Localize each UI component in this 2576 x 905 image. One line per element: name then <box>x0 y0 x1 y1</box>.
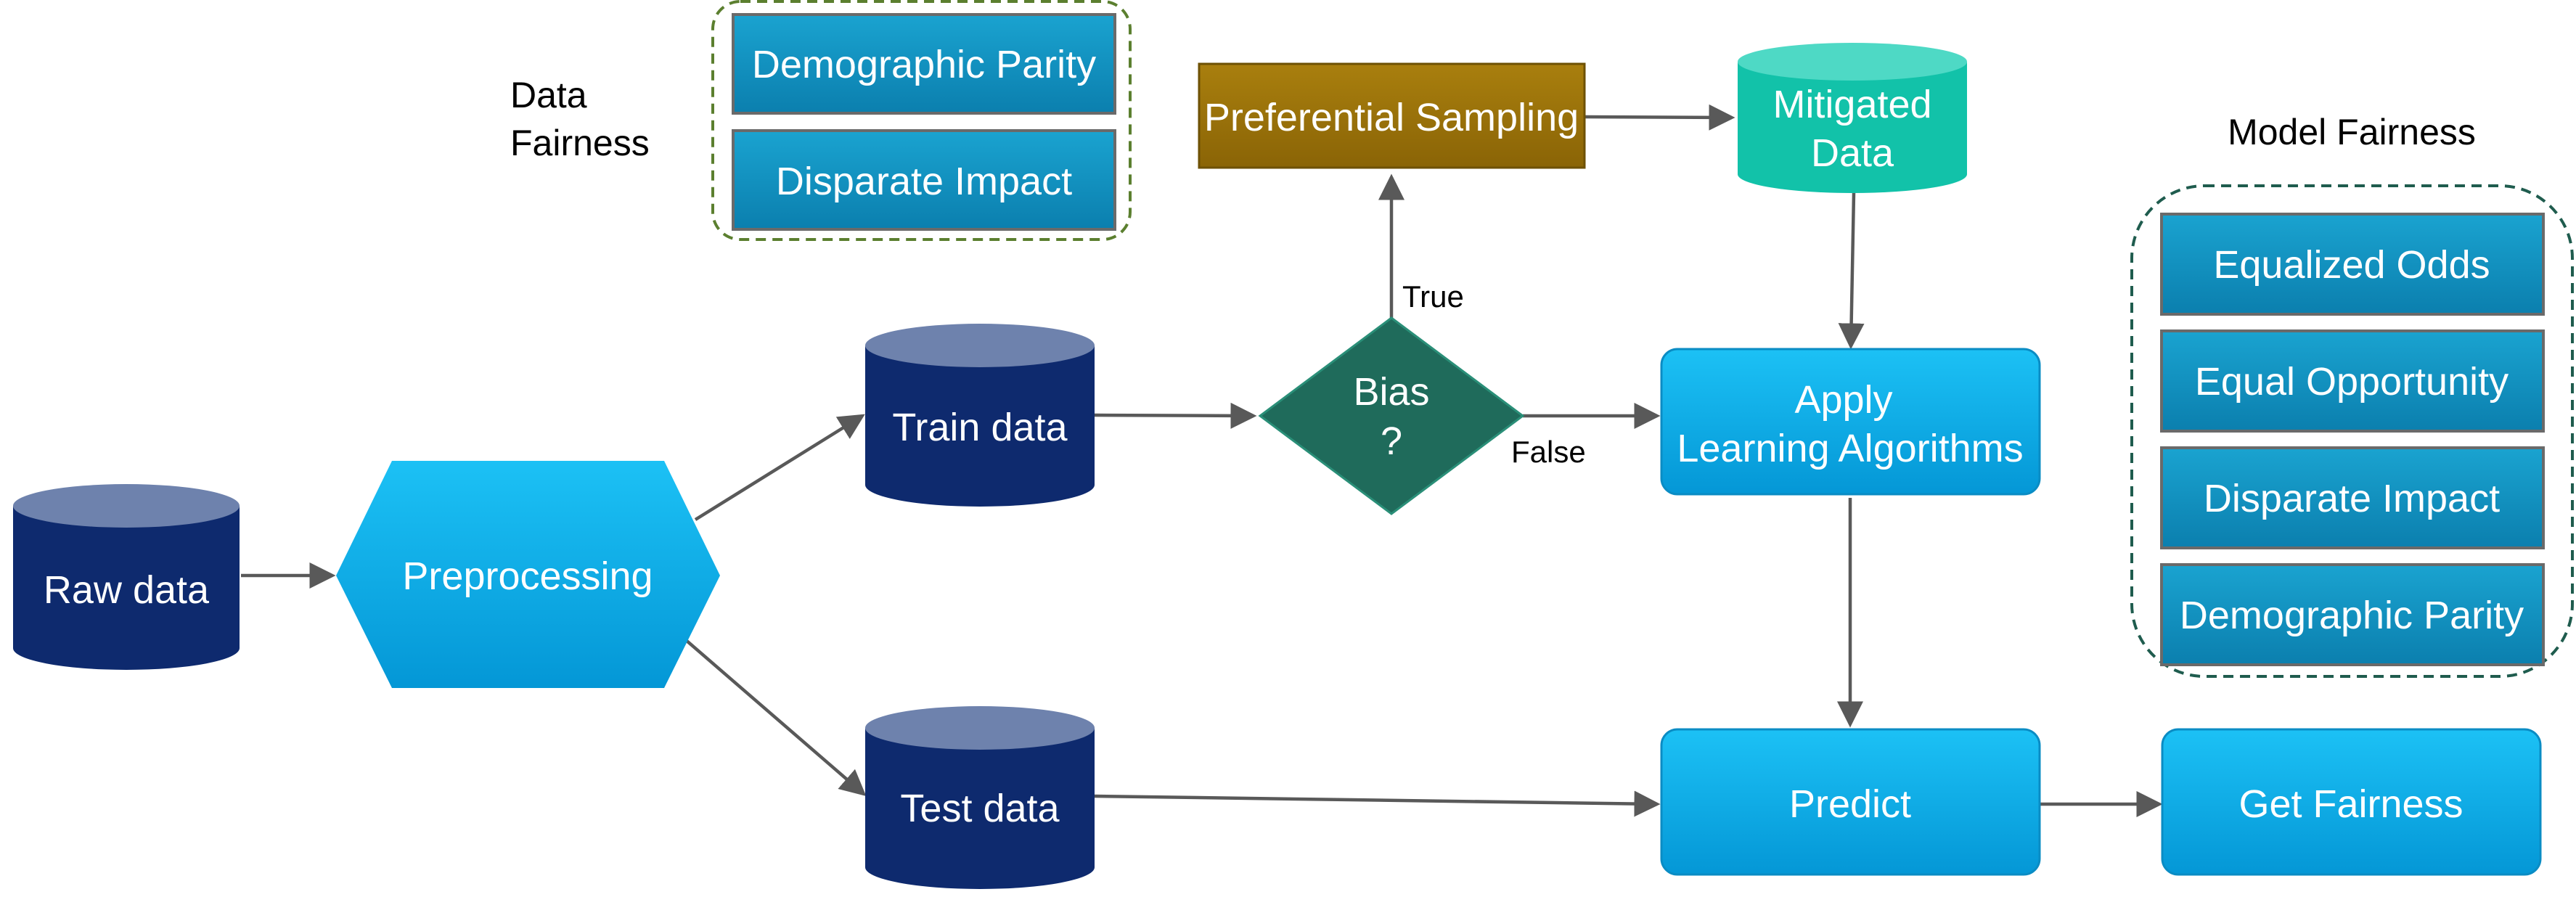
model-fairness-metric-label: Disparate Impact <box>2204 477 2500 520</box>
train-data-label: Train data <box>892 406 1068 449</box>
model-fairness-metric: Equalized Odds <box>2160 213 2545 316</box>
edge-test-to-predict <box>1094 790 1661 817</box>
raw-data-label: Raw data <box>44 568 210 612</box>
preferential-sampling-label: Preferential Sampling <box>1204 96 1579 139</box>
data-fairness-metric: Disparate Impact <box>732 129 1116 231</box>
mitigated-data-node: Mitigated Data <box>1738 43 1967 193</box>
mitigated-data-label-line1: Mitigated <box>1772 83 1931 126</box>
model-fairness-metric: Disparate Impact <box>2160 446 2545 549</box>
test-data-label: Test data <box>900 787 1060 830</box>
data-fairness-title-line2: Fairness <box>510 123 650 163</box>
model-fairness-metric-label: Equal Opportunity <box>2195 360 2508 404</box>
edge-preprocessing-to-test <box>684 639 867 796</box>
raw-data-node: Raw data <box>13 484 240 670</box>
get-fairness-label: Get Fairness <box>2238 782 2463 826</box>
bias-label-line1: Bias <box>1353 370 1429 414</box>
edge-label-true: True <box>1402 279 1464 314</box>
edge-label-false: False <box>1511 435 1586 469</box>
model-fairness-metric: Demographic Parity <box>2160 563 2545 666</box>
data-fairness-group: Demographic Parity Disparate Impact <box>711 0 1132 241</box>
preprocessing-node: Preprocessing <box>336 461 720 688</box>
model-fairness-metric-label: Demographic Parity <box>2180 594 2524 637</box>
edges <box>241 104 2163 817</box>
data-fairness-title-line1: Data <box>510 75 587 115</box>
data-fairness-border <box>711 0 1132 241</box>
apply-learning-node: Apply Learning Algorithms <box>1660 348 2041 496</box>
preprocessing-label: Preprocessing <box>402 554 653 598</box>
edge-preprocessing-to-train <box>694 414 865 521</box>
predict-label: Predict <box>1789 782 1911 826</box>
apply-learning-label-line1: Apply <box>1794 378 1892 422</box>
bias-label-line2: ? <box>1381 419 1402 463</box>
edge-sampling-to-mitigated <box>1584 104 1735 131</box>
model-fairness-group: Equalized Odds Equal Opportunity Dispara… <box>2130 184 2574 678</box>
train-data-node: Train data <box>865 324 1095 507</box>
edge-mitigated-to-apply <box>1838 192 1865 350</box>
preferential-sampling-node: Preferential Sampling <box>1198 62 1586 169</box>
model-fairness-metric-label: Equalized Odds <box>2213 243 2490 287</box>
test-data-node: Test data <box>865 706 1095 889</box>
data-fairness-metric-label: Disparate Impact <box>776 160 1072 203</box>
predict-node: Predict <box>1660 728 2041 876</box>
data-fairness-metric-label: Demographic Parity <box>752 43 1096 86</box>
mitigated-data-label-line2: Data <box>1811 131 1894 175</box>
apply-learning-label-line2: Learning Algorithms <box>1677 427 2023 470</box>
model-fairness-title: Model Fairness <box>2228 112 2476 152</box>
edge-train-to-bias <box>1094 402 1257 429</box>
data-fairness-metric: Demographic Parity <box>732 13 1116 115</box>
model-fairness-metric: Equal Opportunity <box>2160 329 2545 433</box>
bias-decision-node: Bias ? <box>1258 316 1525 515</box>
get-fairness-node: Get Fairness <box>2161 728 2542 876</box>
